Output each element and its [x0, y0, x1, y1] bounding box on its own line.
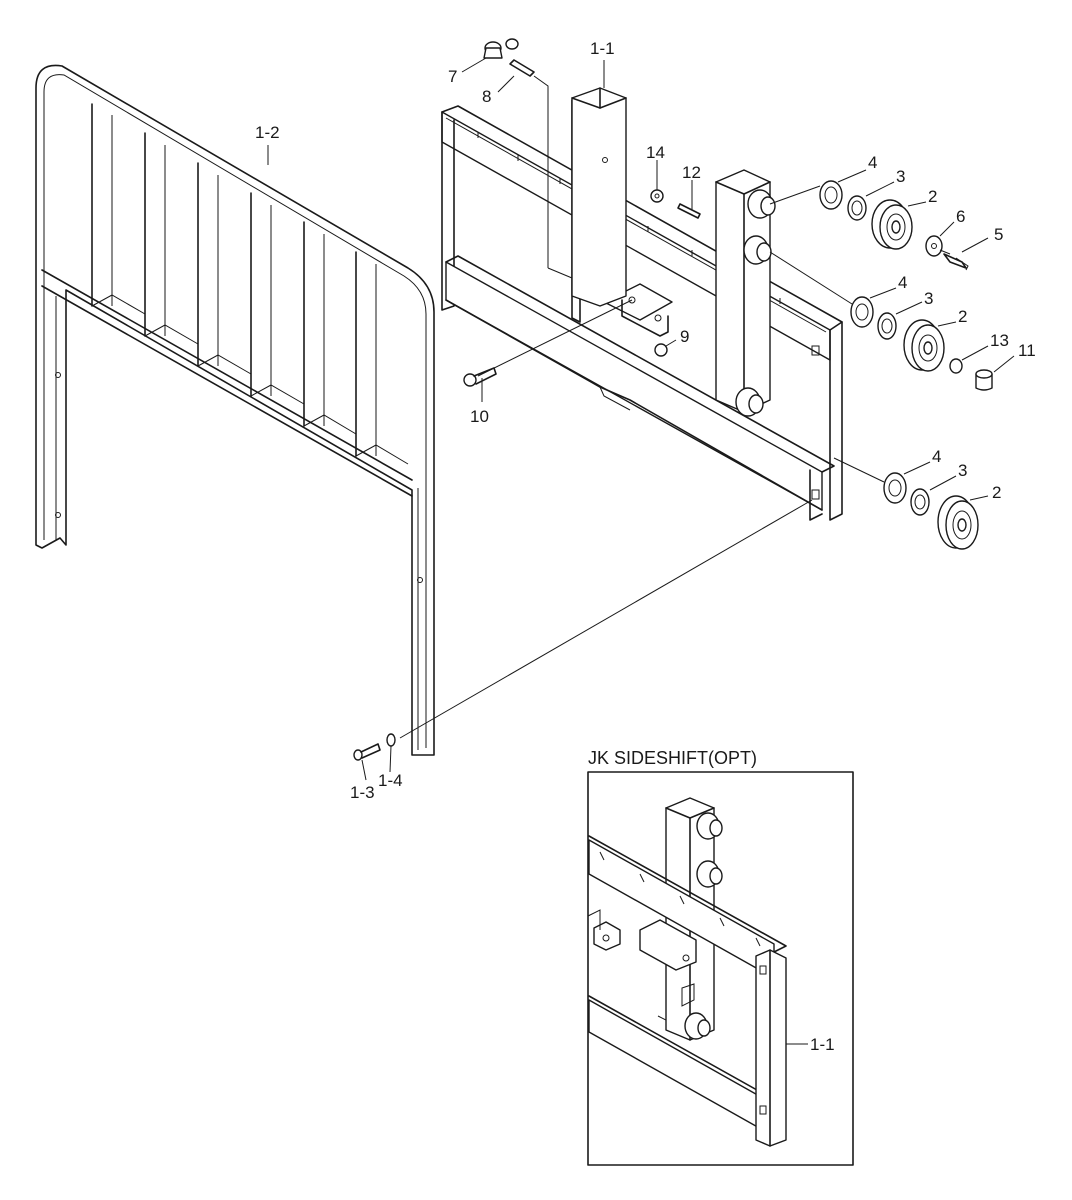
label-13: 13	[990, 331, 1009, 350]
leader-lines	[267, 57, 1015, 781]
roller-bracket	[715, 169, 776, 417]
inset-title: JK SIDESHIFT(OPT)	[588, 748, 757, 768]
label-10: 10	[470, 407, 489, 426]
label-4-mid: 4	[898, 273, 907, 292]
label-4-top: 4	[868, 153, 877, 172]
label-3-bot: 3	[958, 461, 967, 480]
hardware	[353, 38, 701, 761]
slider-plate	[571, 87, 627, 307]
label-2-top: 2	[928, 187, 937, 206]
label-5: 5	[994, 225, 1003, 244]
load-backrest	[35, 64, 435, 756]
roller-set-top	[819, 180, 969, 271]
carriage-plate	[441, 99, 843, 521]
label-3-mid: 3	[924, 289, 933, 308]
label-9: 9	[680, 327, 689, 346]
label-1-2: 1-2	[255, 123, 280, 142]
label-12: 12	[682, 163, 701, 182]
part-labels: 1-1 1-2 7 8 14 12 4 3 2 6 5 4 3 2 13 11 …	[255, 39, 1036, 802]
inset-frame	[587, 771, 854, 1166]
label-14: 14	[646, 143, 665, 162]
inset-label-1-1: 1-1	[810, 1035, 835, 1054]
roller-set-middle	[850, 296, 993, 391]
label-8: 8	[482, 87, 491, 106]
label-4-bot: 4	[932, 447, 941, 466]
inset-sideshift: JK SIDESHIFT(OPT) 1-1	[587, 748, 854, 1166]
label-11: 11	[1018, 341, 1036, 360]
label-3-top: 3	[896, 167, 905, 186]
label-6: 6	[956, 207, 965, 226]
roller-set-bottom	[883, 472, 979, 550]
label-1-1: 1-1	[590, 39, 615, 58]
label-1-4: 1-4	[378, 771, 403, 790]
label-1-3: 1-3	[350, 783, 375, 802]
label-2-bot: 2	[992, 483, 1001, 502]
label-2-mid: 2	[958, 307, 967, 326]
label-7: 7	[448, 67, 457, 86]
